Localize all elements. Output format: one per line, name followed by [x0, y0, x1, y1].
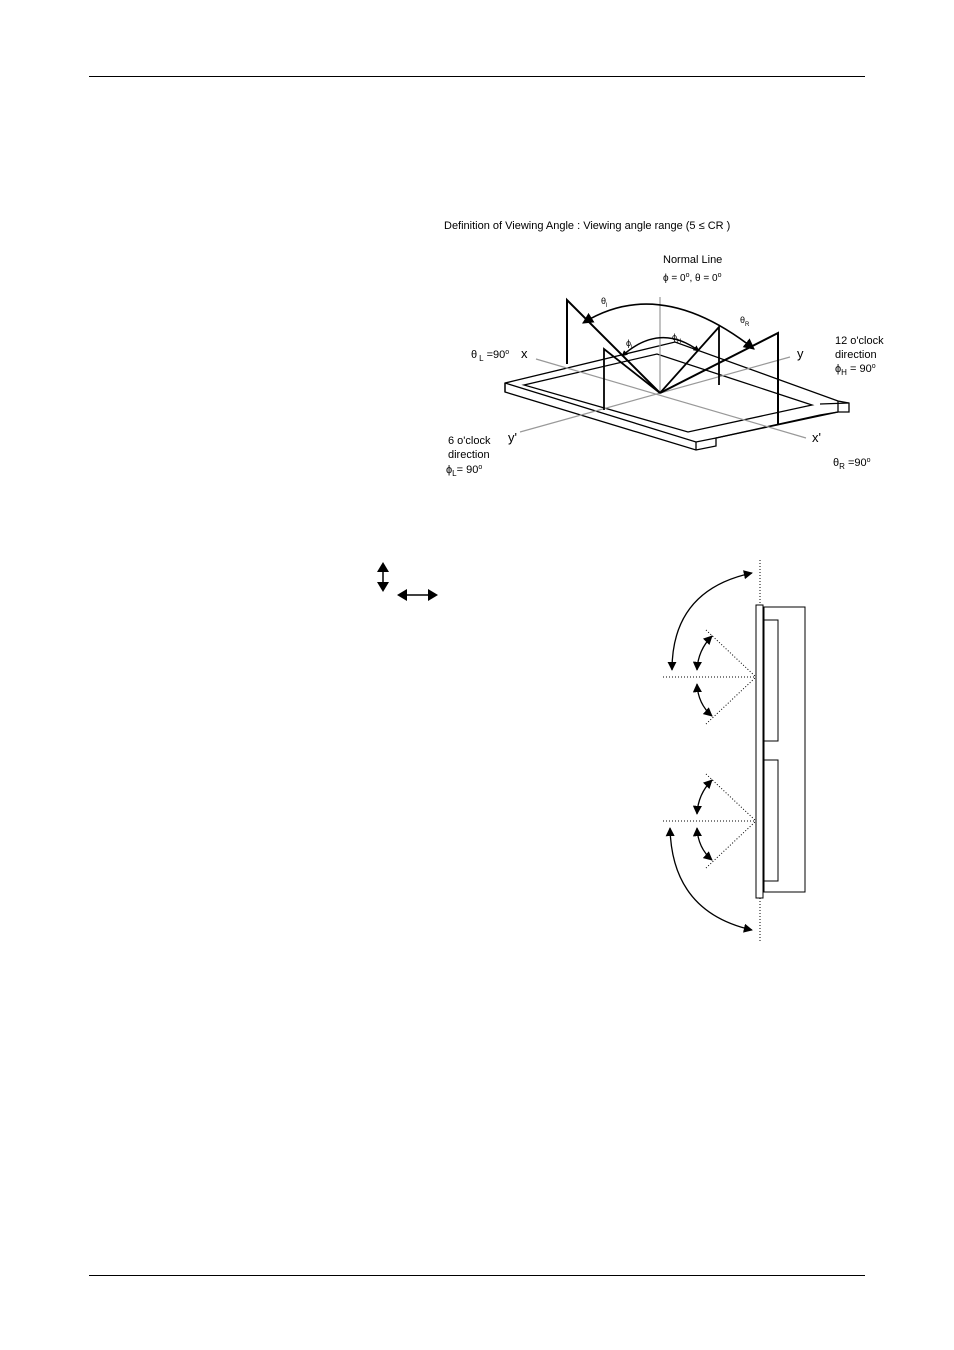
theta-plane-left: [567, 300, 660, 393]
side-view-diagram: [663, 560, 805, 943]
six-oclock-line2: direction: [448, 449, 490, 461]
axis-x-prime-label: x': [812, 430, 821, 445]
upper-phi-arc-bottom: [697, 684, 712, 716]
horizontal-arrow-icon: [397, 589, 438, 601]
lower-theta-arc: [670, 828, 752, 930]
axis-y-label: y: [797, 346, 804, 361]
phi-l-mark: ϕl: [626, 338, 632, 351]
twelve-oclock-line2: direction: [835, 349, 877, 361]
coordinate-axes: [520, 297, 806, 438]
vertical-arrow-icon: [377, 562, 389, 592]
viewing-angle-diagram: Definition of Viewing Angle : Viewing an…: [444, 220, 884, 478]
theta-l-mark: θl: [601, 296, 607, 309]
twelve-oclock-line1: 12 o'clock: [835, 335, 884, 347]
normal-line-label: Normal Line: [663, 254, 722, 266]
upper-theta-arc: [672, 573, 752, 670]
panel-side-view: [756, 605, 805, 898]
diagram-title: Definition of Viewing Angle : Viewing an…: [444, 220, 730, 232]
axis-y-prime-label: y': [508, 430, 517, 445]
twelve-oclock-phi: ϕH = 90o: [835, 363, 876, 377]
six-oclock-phi: ϕL= 90o: [446, 464, 482, 478]
upper-phi-arc-top: [697, 636, 712, 670]
theta-r-90-label: θR =90o: [833, 457, 871, 471]
theta-r-mark: θR: [740, 315, 750, 328]
axis-x-label: x: [521, 346, 528, 361]
six-oclock-line1: 6 o'clock: [448, 435, 491, 447]
lower-phi-arc-bottom: [697, 828, 712, 860]
lower-phi-arc-top: [697, 780, 712, 814]
normal-line-condition: ϕ = 0o, θ = 0o: [663, 272, 722, 284]
